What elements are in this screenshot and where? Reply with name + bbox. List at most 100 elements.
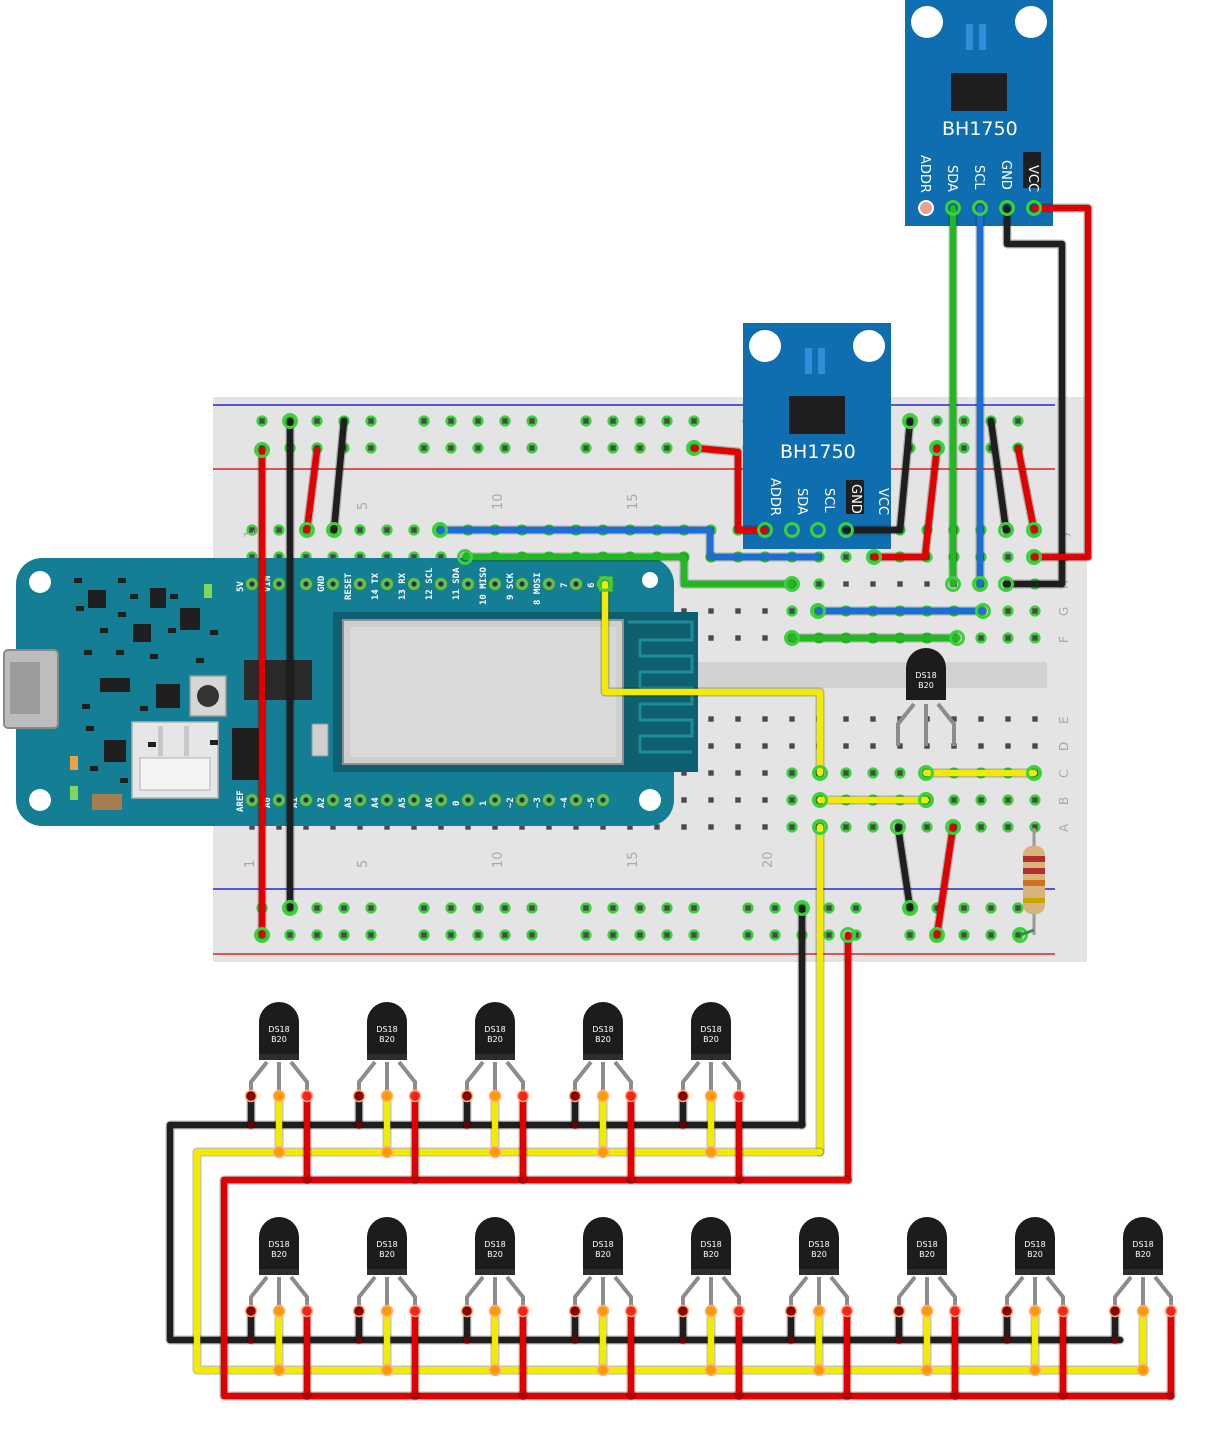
junction-dot [1167,1392,1175,1400]
breadboard-hole-socket [762,608,768,614]
pin-label-a6: A6 [425,797,435,808]
breadboard-hole-socket [529,445,535,451]
module-pin-label-sda: SDA [794,488,809,515]
col-number-top-1: 1 [243,530,258,538]
breadboard-hole-socket [475,445,481,451]
wire-black-sensor-gnd [894,823,914,912]
wire-endpoint [945,819,961,835]
wire-red-short [303,446,321,534]
junction-dot [488,1145,502,1159]
led-green [70,786,78,800]
breadboard-hole-socket [438,824,444,830]
sensor-label: B20 [919,1250,935,1259]
ic-chip [100,678,130,692]
breadboard-hole-socket [681,797,687,803]
breadboard-hole-socket [276,554,282,560]
sensor-body [1123,1217,1163,1271]
breadboard-hole-socket [978,824,984,830]
sensor-label: B20 [595,1035,611,1044]
junction-dot [920,1363,934,1377]
sensor-body [475,1002,515,1056]
sensor-label: DS18 [376,1240,397,1249]
junction-dot [735,1176,743,1184]
breadboard-hole-socket [1005,635,1011,641]
solder-dot [732,1304,746,1318]
solder-dot [624,1089,638,1103]
junction-dot [303,1392,311,1400]
wire-endpoint [902,413,918,429]
sensor-label: DS18 [268,1240,289,1249]
reset-button[interactable] [197,685,219,707]
col-number-top-15: 15 [626,493,641,510]
sensor-label: B20 [1135,1250,1151,1259]
breadboard-hole-socket [475,905,481,911]
breadboard-hole-socket [249,527,255,533]
smd-resistor [196,658,204,663]
solder-dot [1056,1304,1070,1318]
breadboard-hole-socket [368,418,374,424]
board-pin-hole [465,797,471,803]
board-pin-hole [546,581,552,587]
breadboard-hole-socket [637,905,643,911]
sensor-body [259,1002,299,1056]
board-pin-hole [330,581,336,587]
breadboard-hole-socket [448,905,454,911]
solder-dot [812,1304,826,1318]
board-pin-hole [438,797,444,803]
sensor-label: B20 [271,1250,287,1259]
sensor-label: DS18 [915,671,936,680]
solder-dot [676,1089,690,1103]
smd-resistor [118,612,126,617]
breadboard-hole-socket [961,445,967,451]
connector-pin [158,726,163,756]
wire-red-sensor-bus [220,1176,1174,1400]
wire-endpoint [890,819,906,835]
resistor-band [1023,856,1045,862]
wires [165,203,1176,1401]
solder-dot [920,1304,934,1318]
junction-dot [380,1145,394,1159]
junction-dot [247,1336,255,1344]
col-number-top-5: 5 [356,502,371,510]
junction-dot [519,1392,527,1400]
breadboard-hole-socket [654,824,660,830]
junction-dot [1111,1336,1119,1344]
solder-dot [352,1304,366,1318]
breadboard-hole-socket [249,554,255,560]
breadboard-hole-socket [924,581,930,587]
wire-endpoint [1012,927,1028,943]
breadboard-hole-socket [583,932,589,938]
sensor-label: DS18 [1132,1240,1153,1249]
solder-dot [568,1089,582,1103]
breadboard-hole-socket [843,770,849,776]
junction-dot [1136,1363,1150,1377]
junction-dot [1028,1363,1042,1377]
solder-dot [676,1304,690,1318]
breadboard-hole-socket [448,418,454,424]
ic-chip [133,624,151,642]
breadboard-hole-socket [610,418,616,424]
sensor-label: B20 [379,1250,395,1259]
wire-red-rail-right [1014,444,1038,534]
solder-dot [408,1089,422,1103]
breadboard-hole-socket [330,824,336,830]
solder-dot [704,1304,718,1318]
smd-resistor [76,606,84,611]
wire-yellow-sensor-bus [193,1148,1147,1374]
sensor-label: B20 [703,1035,719,1044]
sensor-label: DS18 [592,1025,613,1034]
breadboard-hole-socket [421,445,427,451]
wire-endpoint [784,522,800,538]
breadboard-hole-socket [897,581,903,587]
breadboard-hole-socket [735,608,741,614]
sensor-body [907,1217,947,1271]
solder-dot [300,1304,314,1318]
pin-label-reset: RESET [344,572,354,600]
sensor-label: DS18 [808,1240,829,1249]
junction-dot [735,1392,743,1400]
solder-dot [1000,1304,1014,1318]
breadboard-hole-socket [1005,824,1011,830]
breadboard-hole-socket [502,932,508,938]
